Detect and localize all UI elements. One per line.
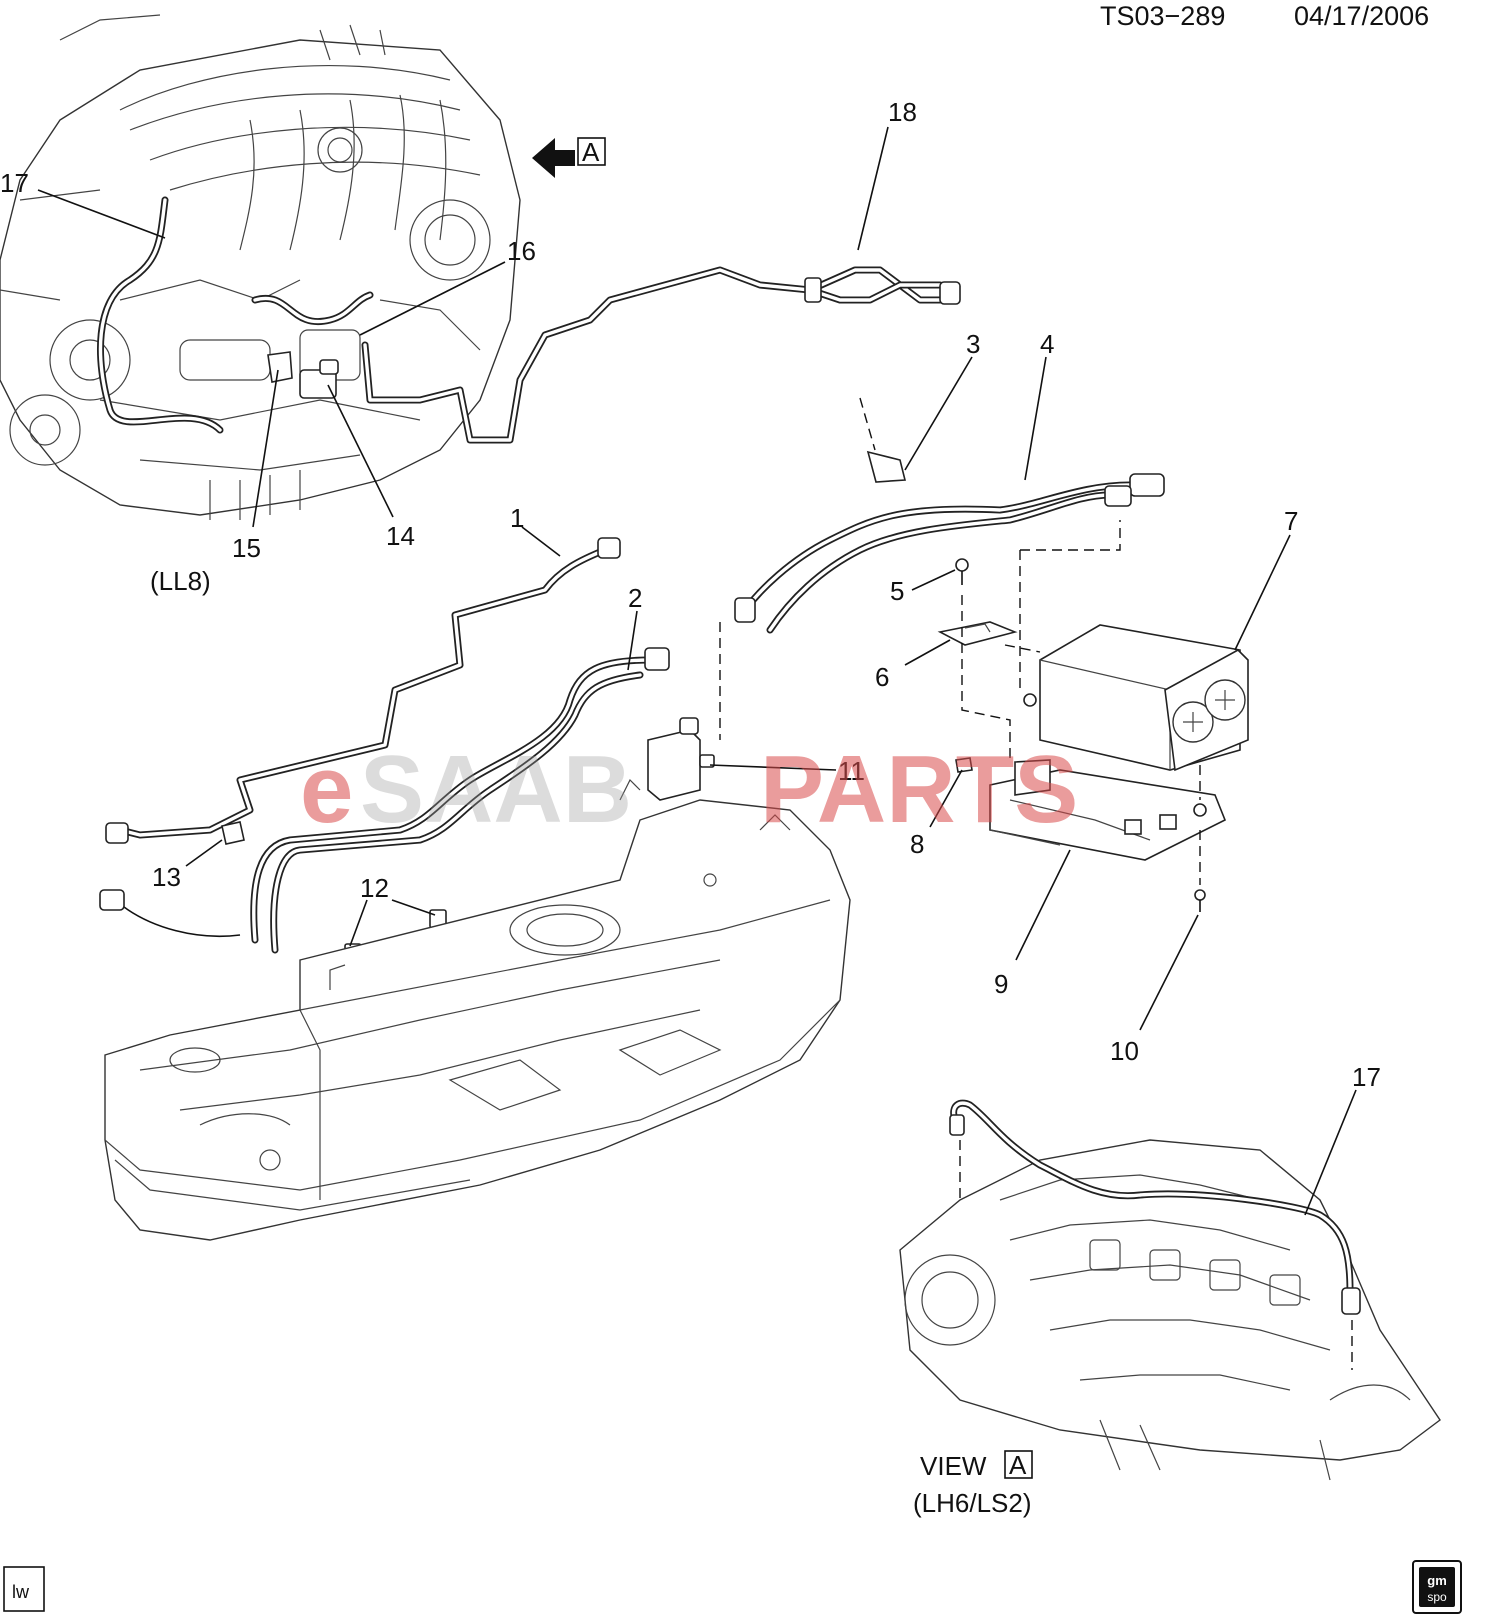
author-tag-box: lw (3, 1566, 45, 1612)
assembly-guides (719, 520, 1201, 885)
view-ref-label: A (1009, 1450, 1027, 1480)
logo-line-1: gm (1427, 1573, 1447, 1588)
leader-lines (37, 126, 1357, 1216)
clip-13 (221, 821, 245, 845)
engine-view-a-illustration (899, 1099, 1441, 1481)
callout-5: 5 (890, 576, 904, 606)
callout-15: 15 (232, 533, 261, 563)
view-a-direction-arrow: A (532, 137, 606, 178)
engine-ll8-illustration (0, 14, 521, 520)
callout-18: 18 (888, 97, 917, 127)
watermark-brand: PARTS (760, 736, 1078, 843)
callout-2: 2 (628, 583, 642, 613)
vapor-valve-11 (647, 717, 715, 801)
clip-8 (955, 757, 973, 773)
document-date: 04/17/2006 (1294, 1, 1429, 31)
callout-9: 9 (994, 969, 1008, 999)
bolt-10 (1194, 889, 1206, 912)
callout-1: 1 (510, 503, 524, 533)
callout-14: 14 (386, 521, 415, 551)
bolt-5 (955, 558, 969, 585)
watermark-prefix: e (300, 736, 353, 843)
callout-13: 13 (152, 862, 181, 892)
document-code: TS03−289 (1100, 1, 1225, 31)
fuel-tank (104, 778, 851, 1241)
callout-6: 6 (875, 662, 889, 692)
callout-16: 16 (507, 236, 536, 266)
view-subtitle: (LH6/LS2) (913, 1488, 1032, 1518)
callout-8: 8 (910, 829, 924, 859)
mounting-plate-9 (989, 759, 1227, 861)
callout-17-view-a: 17 (1352, 1062, 1381, 1092)
author-tag: lw (12, 1582, 30, 1602)
callout-10: 10 (1110, 1036, 1139, 1066)
callout-4: 4 (1040, 329, 1054, 359)
arrow-ref-label: A (582, 137, 600, 167)
pipe-18 (361, 266, 961, 444)
evap-canister-7 (1023, 624, 1249, 772)
pipe-2 (99, 647, 670, 954)
hose-assembly-4 (734, 397, 1165, 634)
logo-line-2: spo (1427, 1590, 1447, 1604)
callout-17-ll8: 17 (0, 168, 29, 198)
callout-labels: 1 2 3 4 5 6 7 8 9 10 11 12 13 14 15 16 1… (0, 97, 1381, 1092)
callout-12: 12 (360, 873, 389, 903)
view-a-title: VIEW A (LH6/LS2) (913, 1450, 1033, 1518)
view-title: VIEW (920, 1451, 987, 1481)
watermark: e SAAB PARTS (300, 736, 1078, 843)
engine-ll8-label: (LL8) (150, 566, 211, 596)
callout-7: 7 (1284, 506, 1298, 536)
gm-spo-logo: gm spo (1412, 1560, 1462, 1614)
callout-11: 11 (838, 756, 865, 786)
watermark-middle: SAAB (360, 736, 632, 843)
pipe-1 (105, 537, 621, 844)
callout-3: 3 (966, 329, 980, 359)
bracket-6 (937, 621, 1018, 646)
